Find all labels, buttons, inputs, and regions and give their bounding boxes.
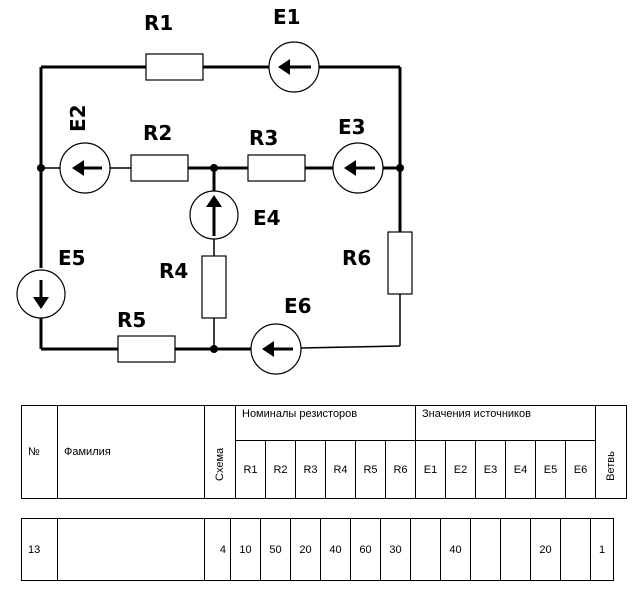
resistor-r3 [247, 154, 306, 182]
source-e1 [268, 41, 320, 93]
header-r4: R4 [325, 440, 356, 499]
header-sources-group: Значения источников [415, 405, 596, 441]
label-e4: E4 [253, 206, 281, 230]
header-r1: R1 [235, 440, 266, 499]
row-e5: 20 [530, 518, 561, 581]
node-right-middle [396, 164, 404, 172]
header-resistors-group: Номиналы резисторов [235, 405, 416, 441]
header-e6: E6 [565, 440, 596, 499]
label-r3: R3 [249, 126, 278, 150]
header-e3: E3 [475, 440, 506, 499]
header-r3: R3 [295, 440, 326, 499]
row-r3: 20 [290, 518, 321, 581]
variant-table-row: 13 4 10 50 20 40 60 30 40 20 1 [21, 518, 614, 581]
label-r5: R5 [117, 308, 146, 332]
node-bottom [210, 345, 218, 353]
label-r2: R2 [143, 121, 172, 145]
resistor-r1 [145, 53, 204, 81]
node-center [210, 164, 218, 172]
label-e2: E2 [66, 104, 90, 132]
resistor-r4 [201, 255, 227, 319]
source-e4 [189, 190, 239, 240]
label-r1: R1 [144, 11, 173, 35]
row-r5: 60 [350, 518, 381, 581]
row-surname [57, 518, 205, 581]
row-r2: 50 [260, 518, 291, 581]
row-number: 13 [21, 518, 58, 581]
header-r6: R6 [385, 440, 416, 499]
row-r6: 30 [380, 518, 411, 581]
header-e5: E5 [535, 440, 566, 499]
row-e6 [560, 518, 591, 581]
label-e6: E6 [284, 294, 312, 318]
header-r5: R5 [355, 440, 386, 499]
label-r6: R6 [342, 246, 371, 270]
source-e5 [16, 269, 66, 319]
label-r4: R4 [159, 259, 188, 283]
row-r4: 40 [320, 518, 351, 581]
variant-table-header: № Фамилия Схема Номиналы резисторов Знач… [21, 405, 627, 499]
row-r1: 10 [230, 518, 261, 581]
row-branch: 1 [590, 518, 614, 581]
label-e1: E1 [273, 5, 301, 29]
header-e2: E2 [445, 440, 476, 499]
row-e1 [410, 518, 441, 581]
header-branch: Ветвь [595, 405, 627, 499]
circuit-diagram: R1 E1 E2 R2 R3 E3 E4 E5 R4 R6 R5 E6 [16, 5, 413, 375]
resistor-r5 [117, 335, 176, 363]
label-e5: E5 [58, 246, 86, 270]
row-e3 [470, 518, 501, 581]
row-e2: 40 [440, 518, 471, 581]
row-scheme: 4 [204, 518, 231, 581]
source-e2 [59, 142, 111, 194]
header-e4: E4 [505, 440, 536, 499]
resistor-r2 [130, 154, 189, 182]
source-e6 [250, 323, 302, 375]
header-e1: E1 [415, 440, 446, 499]
header-number: № [21, 405, 58, 499]
resistor-r6 [387, 231, 413, 295]
header-surname: Фамилия [57, 405, 205, 499]
source-e3 [332, 142, 384, 194]
header-scheme: Схема [204, 405, 236, 499]
label-e3: E3 [338, 115, 366, 139]
row-e4 [500, 518, 531, 581]
node-left-middle [37, 164, 45, 172]
header-r2: R2 [265, 440, 296, 499]
